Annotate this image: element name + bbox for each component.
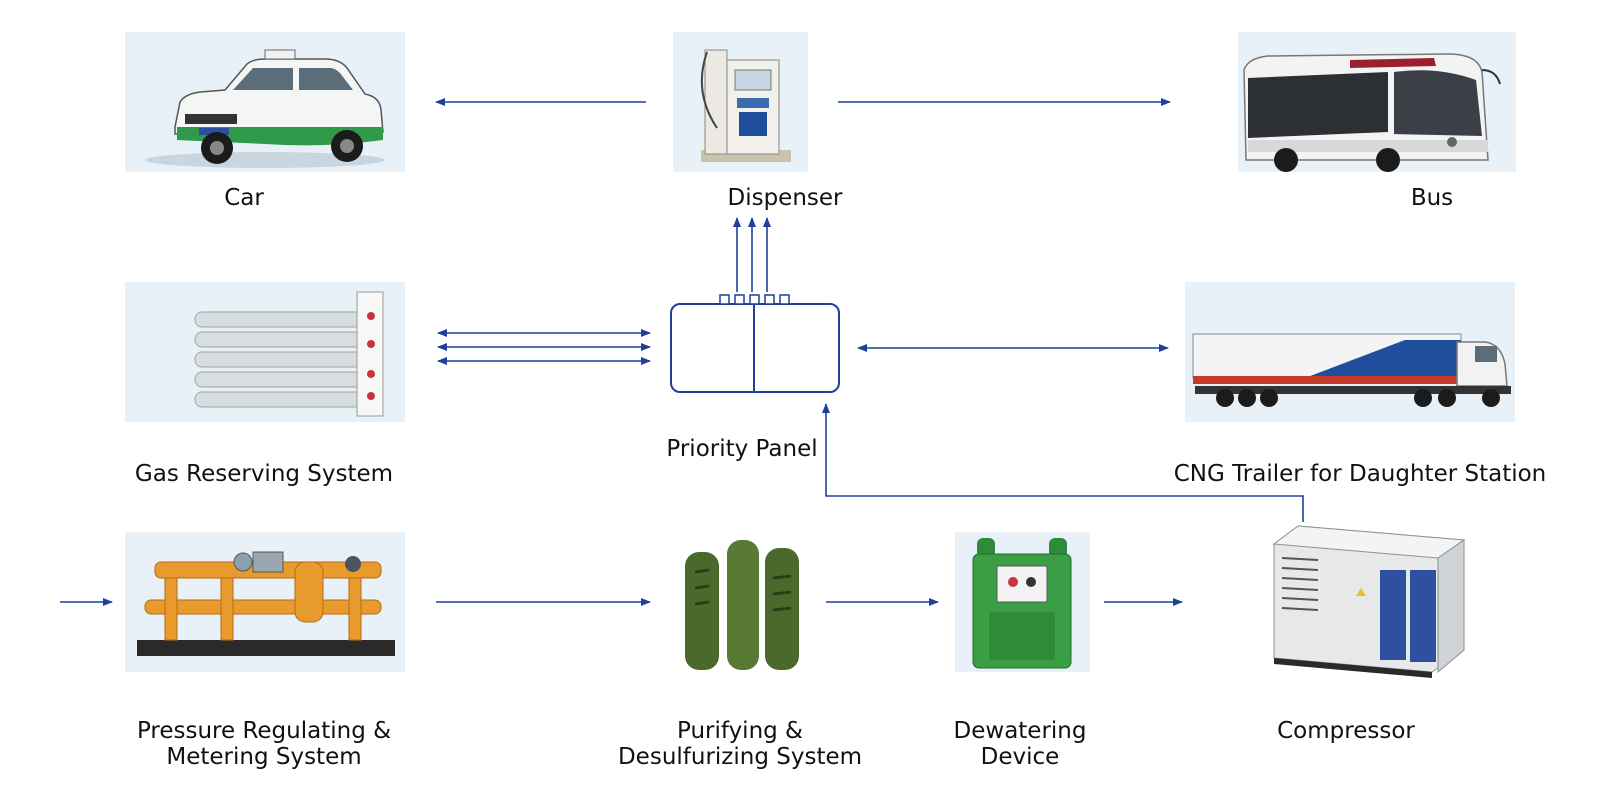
compressor-enclosure-image <box>1268 522 1468 682</box>
fuel-dispenser-image <box>673 32 808 172</box>
gas-reserving-label: Gas Reserving System <box>134 461 394 487</box>
compressor-label: Compressor <box>1277 718 1415 744</box>
purifying-label-line2: Desulfurizing System <box>617 744 863 770</box>
dispenser-label: Dispenser <box>727 185 843 211</box>
taxi-car-image <box>125 32 405 172</box>
purifier-towers-image <box>673 532 808 672</box>
tube-trailer-truck-image <box>1185 282 1515 422</box>
pressure-regulating-label-line1: Pressure Regulating & <box>136 718 392 744</box>
city-bus-image <box>1238 32 1516 172</box>
gas-cylinder-bank-image <box>125 282 405 422</box>
dewatering-label-line2: Device <box>980 744 1060 770</box>
pipe-skid-image <box>125 532 405 672</box>
priority-panel-box <box>670 294 840 393</box>
pressure-regulating-label-line2: Metering System <box>166 744 362 770</box>
cng-trailer-label: CNG Trailer for Daughter Station <box>1173 461 1547 487</box>
dewatering-label-line1: Dewatering <box>953 718 1087 744</box>
car-label: Car <box>224 185 264 211</box>
arrow-compressor-to-panel <box>822 403 1304 522</box>
purifying-label-line1: Purifying & <box>676 718 803 744</box>
dryer-unit-image <box>955 532 1090 672</box>
priority-panel-label: Priority Panel <box>666 436 818 462</box>
bus-label: Bus <box>1410 185 1454 211</box>
